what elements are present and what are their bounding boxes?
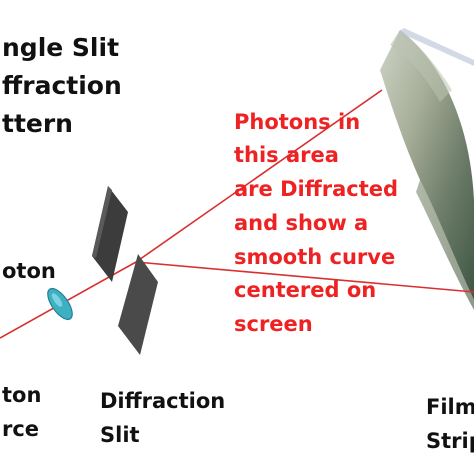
photon-lens-icon xyxy=(47,287,73,321)
film-label-line-2: Strip xyxy=(426,429,474,453)
photon-source-label-line-2: rce xyxy=(2,417,40,441)
annotation-line-3: are Diffracted xyxy=(234,177,399,201)
film-strip-icon xyxy=(380,28,474,310)
photon-label: oton xyxy=(2,259,56,283)
slit-label-line-1: Diffraction xyxy=(100,389,226,413)
diagram-title-line-3: ttern xyxy=(2,109,73,138)
annotation-line-5: smooth curve xyxy=(234,245,396,269)
annotation-line-4: and show a xyxy=(234,211,369,235)
diagram-title-line-1: ngle Slit xyxy=(2,33,120,62)
annotation-line-6: centered on xyxy=(234,278,377,302)
slit-label-line-2: Slit xyxy=(100,423,140,447)
film-label-line-1: Film xyxy=(426,395,474,419)
annotation-line-2: this area xyxy=(234,143,339,167)
photon-source-label-line-1: ton xyxy=(2,383,42,407)
diagram-title-line-2: ffraction xyxy=(2,71,122,100)
slit-panel-icon xyxy=(92,186,158,355)
annotation-line-1: Photons in xyxy=(234,110,361,134)
annotation-line-7: screen xyxy=(234,312,313,336)
